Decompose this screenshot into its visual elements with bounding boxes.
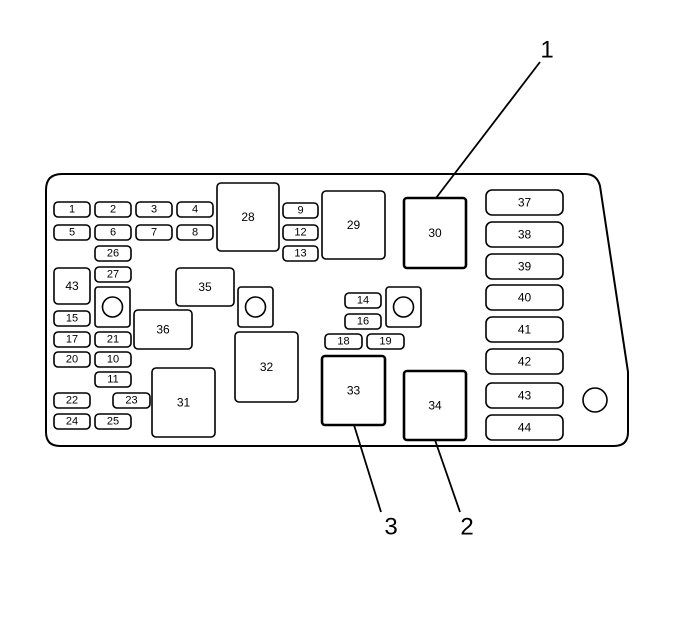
right-column-label: 37 xyxy=(518,196,532,210)
fuse-row-a: 1 2 3 4 xyxy=(53,201,214,218)
socket-circle-icon xyxy=(392,296,415,318)
relay-28 xyxy=(216,182,280,252)
fuse-label: 20 xyxy=(66,354,78,366)
callout-leader-2 xyxy=(434,439,461,513)
right-column-label: 43 xyxy=(518,389,532,403)
socket-circle-icon xyxy=(101,296,124,318)
fuse-label: 11 xyxy=(107,374,118,386)
relay-label: 28 xyxy=(241,210,255,224)
relay-label: 31 xyxy=(177,396,191,410)
fuse-group-mid: 9 12 13 xyxy=(282,202,319,262)
fuse-label: 5 xyxy=(69,227,75,239)
fuse-label: 22 xyxy=(66,395,78,407)
callout-label-3: 3 xyxy=(384,514,397,541)
fuse-label: 3 xyxy=(151,204,157,216)
relay-label: 35 xyxy=(198,280,212,294)
mounting-hole xyxy=(582,387,608,413)
fuse-label: 4 xyxy=(192,204,198,216)
relay-36 xyxy=(133,309,193,350)
fuse-label: 26 xyxy=(107,248,119,260)
fuse-label: 19 xyxy=(379,336,391,348)
fuse-label: 23 xyxy=(125,395,137,407)
fuse-label: 12 xyxy=(294,227,306,239)
callout-label-2: 2 xyxy=(460,514,473,541)
fuse-group-center: 14 16 18 19 xyxy=(324,292,405,350)
right-column-label: 38 xyxy=(518,228,532,242)
socket-circle-icon xyxy=(244,296,267,318)
relay-label: 33 xyxy=(347,384,361,398)
relay-30 xyxy=(402,196,468,270)
fuse-label: 21 xyxy=(107,334,119,346)
relay-label: 29 xyxy=(347,218,361,232)
right-column: 37 38 39 40 41 42 43 44 xyxy=(485,189,564,441)
callout-leader-1 xyxy=(435,61,541,199)
fuse-label: 10 xyxy=(107,354,119,366)
fuse-label: 16 xyxy=(357,316,369,328)
right-column-label: 40 xyxy=(518,291,532,305)
relay-29 xyxy=(321,190,386,260)
fuse-label: 6 xyxy=(110,227,116,239)
right-column-label: 44 xyxy=(518,421,532,435)
fuse-label: 13 xyxy=(294,248,306,260)
fuse-label: 24 xyxy=(66,416,78,428)
fuse-label: 25 xyxy=(107,416,119,428)
callout-label-1: 1 xyxy=(540,37,553,64)
relay-43-left xyxy=(53,267,91,305)
fuse-label: 18 xyxy=(337,336,349,348)
relay-label: 32 xyxy=(260,360,274,374)
right-column-label: 41 xyxy=(518,323,532,337)
relay-32 xyxy=(234,331,299,403)
fuse-label: 27 xyxy=(107,269,119,281)
relay-label: 36 xyxy=(156,323,170,337)
fuse-label: 15 xyxy=(66,313,78,325)
callout-leader-3 xyxy=(353,424,382,513)
fuse-label: 2 xyxy=(110,204,116,216)
relay-33 xyxy=(320,354,387,427)
right-column-label: 39 xyxy=(518,260,532,274)
fuse-label: 7 xyxy=(151,227,157,239)
relay-label: 34 xyxy=(428,399,442,413)
fuse-label: 17 xyxy=(66,334,78,346)
fuse-label: 9 xyxy=(297,205,303,217)
fuse-label: 1 xyxy=(69,204,75,216)
relay-35 xyxy=(175,267,235,307)
relay-31 xyxy=(151,367,216,438)
fuse-row-b: 5 6 7 8 xyxy=(53,224,214,241)
right-column-label: 42 xyxy=(518,355,532,369)
relay-label: 43 xyxy=(65,279,79,293)
fuse-label: 8 xyxy=(192,227,198,239)
fuse-label: 14 xyxy=(357,295,369,307)
relay-label: 30 xyxy=(428,226,442,240)
fuse-group-left: 26 27 15 17 21 20 10 11 22 23 24 25 xyxy=(53,245,151,430)
